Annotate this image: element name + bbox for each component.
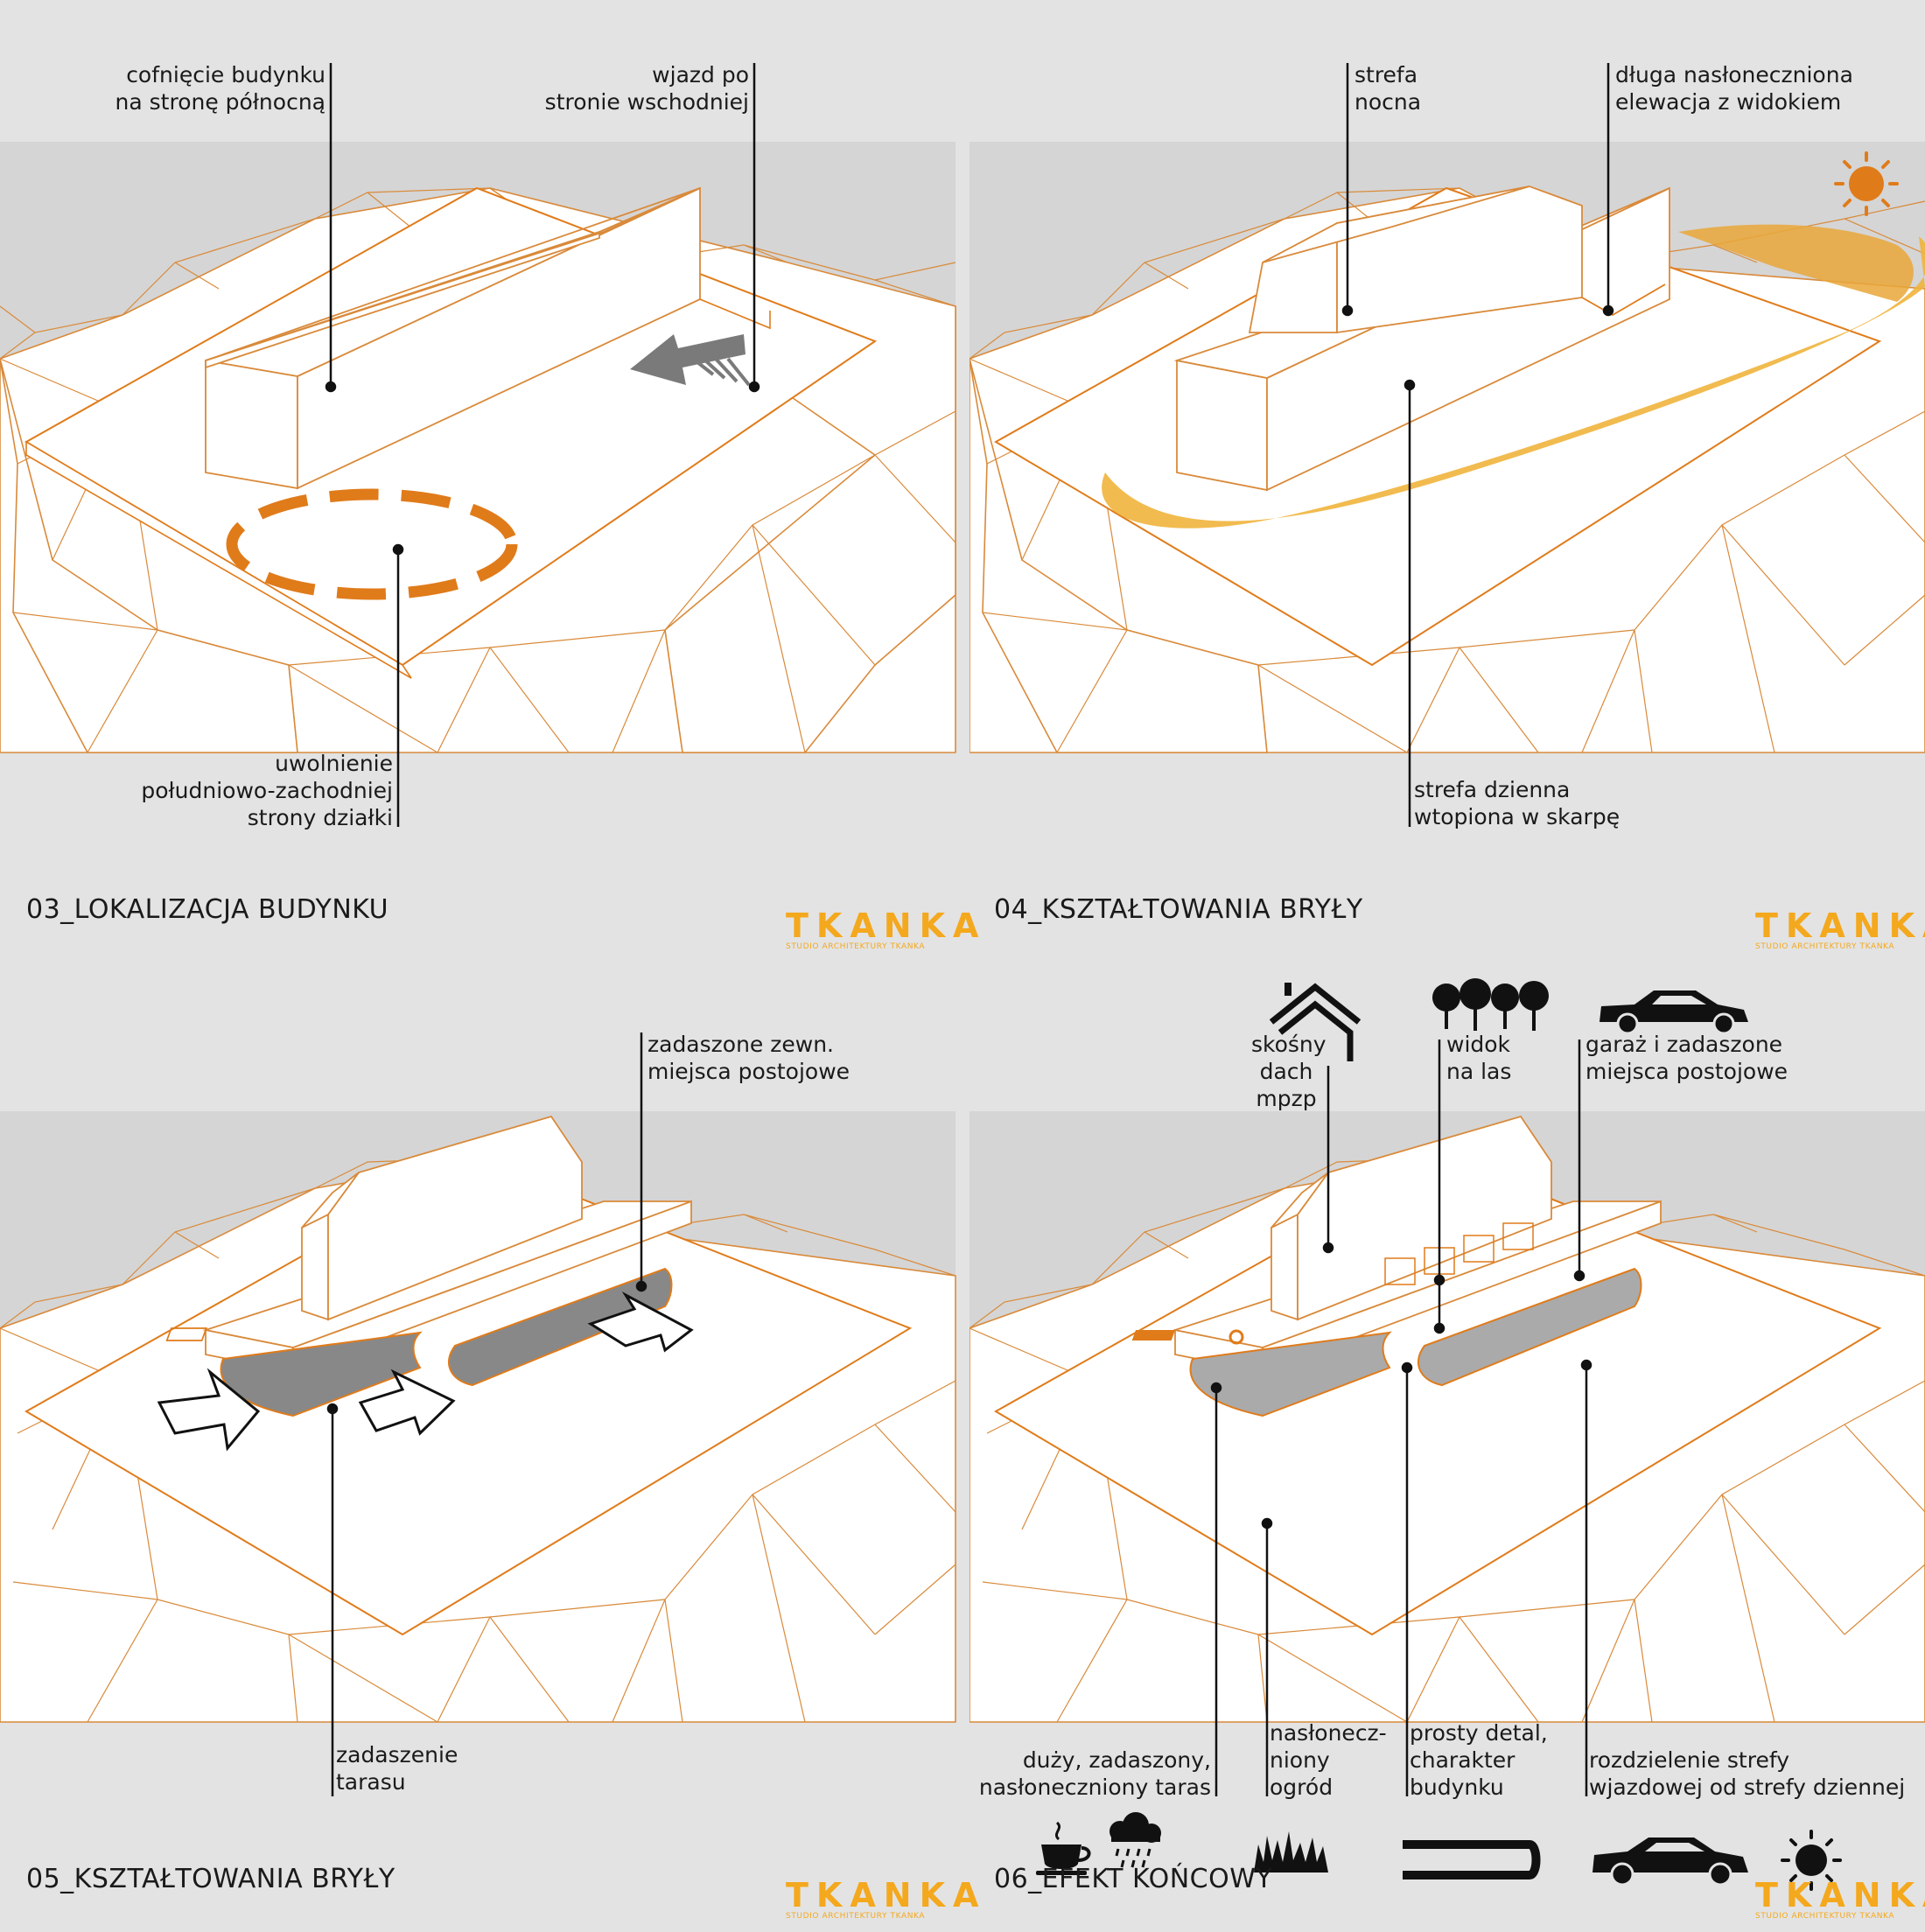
panel-03: cofnięcie budynku na stronę północną wja… [0,0,987,962]
label-zadaszenie-tarasu: zadaszenie tarasu [336,1742,458,1795]
label-naslonecz-ogrod: nasłonecz- niony ogród [1270,1720,1387,1800]
label-wjazd: wjazd po stronie wschodniej [544,62,749,115]
grass-icon [1254,1831,1328,1872]
tkanka-logo: TKANKA STUDIO ARCHITEKTURY TKANKA [786,906,987,951]
label-prosty-detal: prosty detal, charakter budynku [1410,1720,1548,1800]
label-uwolnienie: uwolnienie południowo-zachodniej strony … [141,751,393,830]
tkanka-logo: TKANKA STUDIO ARCHITEKTURY TKANKA [1755,906,1925,951]
label-cofniecie-budynku: cofnięcie budynku na stronę północną [115,62,326,115]
tkanka-logo: TKANKA STUDIO ARCHITEKTURY TKANKA [786,1876,987,1921]
site-model-05 [0,1032,956,1796]
label-duzy-taras: duży, zadaszony, nasłoneczniony taras [978,1747,1211,1800]
car-icon [1600,990,1748,1035]
house-roof-icon [1269,983,1362,1061]
detail-profile-icon [1403,1840,1541,1880]
label-strefa-dzienna: strefa dzienna wtopiona w skarpę [1414,777,1620,830]
label-strefa-nocna: strefa nocna [1354,62,1422,115]
panel-title: 06_EFEKT KOŃCOWY [994,1864,1273,1894]
panel-05: zadaszone zewn. miejsca postojowe zadasz… [0,970,987,1932]
site-model-03 [0,63,956,827]
site-model-04 [970,63,1925,827]
sun-icon [1781,1830,1842,1891]
coffee-cup-icon [1036,1821,1091,1875]
sun-icon [1834,151,1899,216]
car-icon [1592,1838,1748,1886]
tkanka-logo: TKANKA STUDIO ARCHITEKTURY TKANKA [1755,1876,1925,1921]
rain-cloud-icon [1110,1812,1161,1868]
label-zadaszone-postojowe: zadaszone zewn. miejsca postojowe [648,1032,850,1084]
label-widok-na-las: widok na las [1446,1032,1512,1084]
panel-title: 04_KSZTAŁTOWANIA BRYŁY [994,894,1363,925]
label-skosny-dach: skośny dach mpzp [1251,1032,1326,1111]
site-model-06 [970,978,1925,1891]
label-garaz: garaż i zadaszone miejsca postojowe [1586,1032,1788,1084]
label-dluga-elewacja: długa nasłoneczniona elewacja z widokiem [1615,62,1853,115]
panel-04: strefa nocna długa nasłoneczniona elewac… [970,0,1925,962]
panel-title: 05_KSZTAŁTOWANIA BRYŁY [26,1864,396,1894]
trees-icon [1432,978,1549,1031]
panel-title: 03_LOKALIZACJA BUDYNKU [26,894,389,925]
label-rozdzielenie: rozdzielenie strefy wjazdowej od strefy … [1589,1747,1906,1800]
panel-06: skośny dach mpzp widok na las garaż i za… [970,970,1925,1932]
